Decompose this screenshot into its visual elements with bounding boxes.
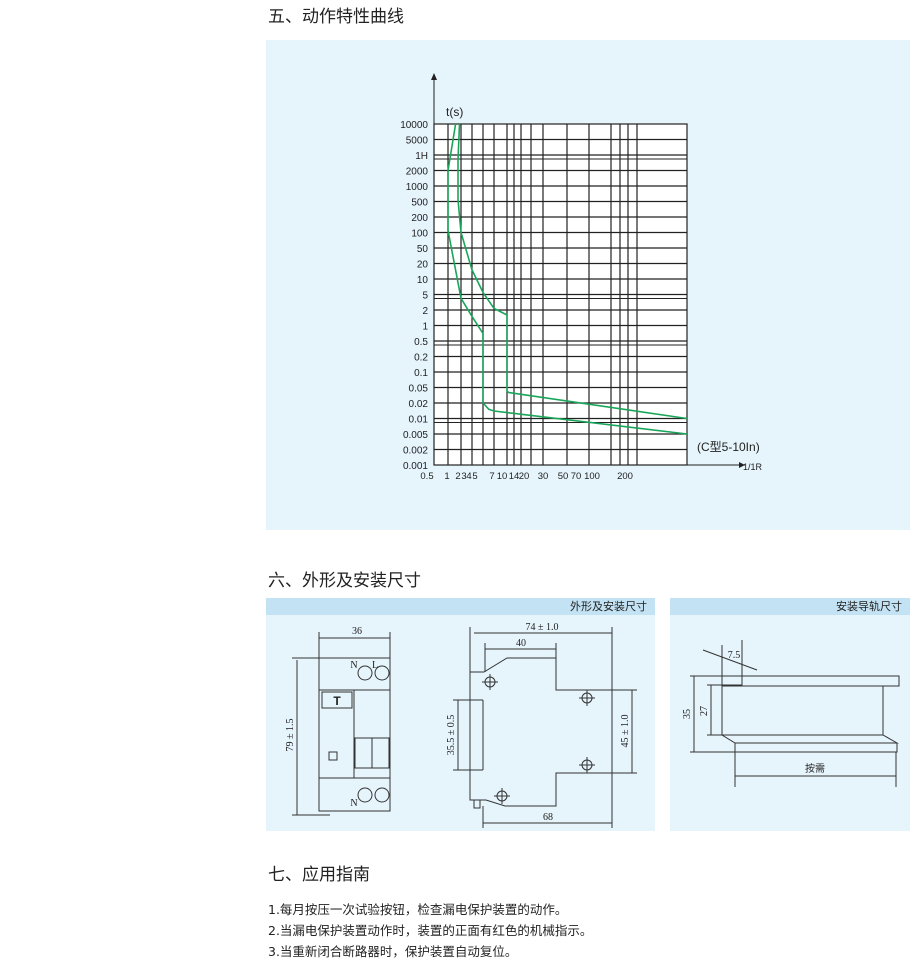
- y-tick-label: 0.001: [403, 461, 428, 472]
- x-tick-label: 7: [489, 471, 494, 482]
- y-tick-label: 50: [417, 244, 429, 255]
- trip-curve-lower: [447, 123, 688, 435]
- x-tick-label: 20: [519, 471, 530, 482]
- x-tick-label: 30: [538, 471, 549, 482]
- guide-item: 2.当漏电保护装置动作时，装置的正面有红色的机械指示。: [268, 923, 593, 938]
- y-tick-label: 20: [417, 260, 429, 271]
- y-tick-label: 500: [411, 198, 428, 209]
- y-tick-label: 1H: [415, 151, 428, 162]
- guide-list: 1.每月按压一次试验按钮，检查漏电保护装置的动作。 2.当漏电保护装置动作时，装…: [268, 899, 592, 958]
- x-tick-label: 0.5: [420, 471, 433, 482]
- section-title-guide: 七、应用指南: [268, 865, 370, 885]
- y-tick-label: 2000: [406, 167, 429, 178]
- y-tick-label: 5: [422, 291, 428, 302]
- rail-panel-header: 安装导轨尺寸: [670, 598, 910, 615]
- y-tick-label: 0.05: [409, 384, 429, 395]
- y-tick-label: 0.002: [403, 446, 428, 457]
- x-tick-label: 100: [584, 471, 600, 482]
- y-tick-label: 0.02: [409, 399, 429, 410]
- x-axis-arrow-icon: [739, 462, 745, 468]
- y-tick-label: 0.1: [414, 368, 428, 379]
- rail-dimension-panel: 安装导轨尺寸: [670, 598, 910, 831]
- y-tick-label: 200: [411, 213, 428, 224]
- x-tick-label: 3: [461, 471, 466, 482]
- y-tick-label: 1000: [406, 182, 429, 193]
- y-tick-label: 10: [417, 275, 429, 286]
- x-tick-label: 50: [558, 471, 569, 482]
- x-tick-label: 14: [509, 471, 520, 482]
- y-axis-title: t(s): [446, 105, 463, 119]
- trip-curve-upper: [457, 123, 688, 420]
- x-tick-label: 200: [617, 471, 633, 482]
- y-tick-label: 1: [422, 322, 428, 333]
- x-tick-label: 2: [455, 471, 460, 482]
- x-axis-title: 1/1R: [743, 462, 763, 472]
- guide-item: 3.当重新闭合断路器时，保护装置自动复位。: [268, 944, 518, 958]
- y-tick-label: 0.2: [414, 353, 428, 364]
- x-tick-label: 70: [571, 471, 582, 482]
- y-tick-label: 0.5: [414, 337, 428, 348]
- y-tick-label: 5000: [406, 136, 429, 147]
- guide-item: 1.每月按压一次试验按钮，检查漏电保护装置的动作。: [268, 902, 568, 917]
- x-tick-label: 4: [466, 471, 471, 482]
- x-tick-label: 10: [497, 471, 508, 482]
- y-tick-label: 2: [422, 306, 428, 317]
- y-tick-label: 100: [411, 229, 428, 240]
- trip-curve-chart: 1000050001H200010005002001005020105210.5…: [400, 73, 763, 482]
- y-tick-label: 10000: [400, 120, 428, 131]
- x-tick-label: 5: [472, 471, 477, 482]
- section-title-characteristic-curve: 五、动作特性曲线: [268, 7, 404, 27]
- outline-panel-header: 外形及安装尺寸: [266, 598, 655, 615]
- y-tick-label: 0.005: [403, 430, 428, 441]
- outline-dimension-panel: 外形及安装尺寸: [266, 598, 655, 831]
- section-title-dimensions: 六、外形及安装尺寸: [268, 571, 421, 591]
- y-axis-arrow-icon: [431, 73, 437, 80]
- curve-annotation: (C型5-10In): [697, 440, 760, 454]
- x-tick-label: 1: [444, 471, 449, 482]
- y-tick-label: 0.01: [409, 415, 429, 426]
